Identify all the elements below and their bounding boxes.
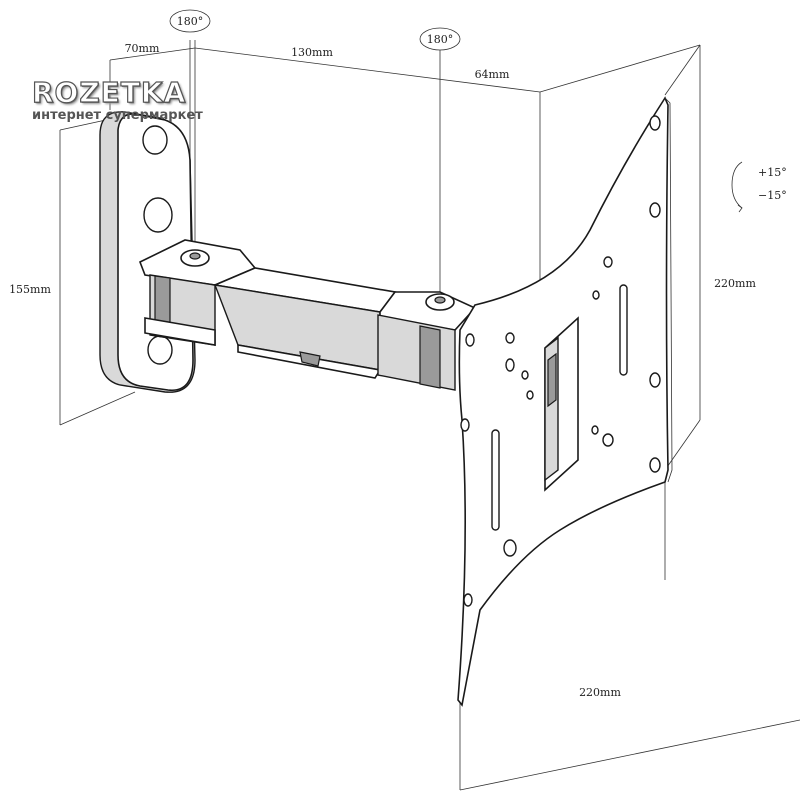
dim-70mm: 70mm: [125, 42, 160, 55]
tv-slot-right: [619, 284, 628, 376]
tv-hole-12: [460, 418, 470, 432]
plate-hinge: [377, 291, 477, 391]
tv-hole-4: [649, 457, 661, 473]
tv-hole-16: [526, 390, 534, 400]
tv-hole-10: [505, 358, 515, 372]
tilt-callout: +15° −15°: [731, 161, 787, 213]
tilt-up-label: +15°: [758, 166, 787, 179]
tv-hole-7: [602, 433, 614, 447]
tv-hole-8: [591, 425, 599, 435]
tv-hole-14: [503, 539, 517, 557]
dimension-lines: [59, 40, 800, 791]
dim-155mm: 155mm: [9, 283, 51, 296]
wall-plate-hole-bottom: [147, 335, 173, 365]
tv-hole-13: [463, 593, 473, 607]
tv-hole-3: [649, 372, 661, 388]
tv-hole-15: [521, 370, 529, 380]
wall-plate-hole-top: [142, 125, 168, 155]
plate-swivel-label: 180°: [427, 33, 454, 46]
dimension-labels: 70mm 130mm 64mm 155mm 220mm 220mm: [9, 42, 756, 699]
dim-130mm: 130mm: [291, 46, 333, 59]
tv-hole-5: [603, 256, 613, 268]
tv-hole-1: [649, 115, 661, 131]
wall-plate-hole-mid: [143, 197, 173, 233]
wall-hinge: [138, 239, 257, 346]
dim-64mm: 64mm: [475, 68, 510, 81]
tv-hole-2: [649, 202, 661, 218]
wall-swivel-label: 180°: [177, 15, 204, 28]
tilt-down-label: −15°: [758, 189, 787, 202]
tv-hole-6: [592, 290, 600, 300]
dim-220mm-width: 220mm: [579, 686, 621, 699]
rotation-callout-plate: 180°: [419, 27, 461, 51]
rotation-callout-wall: 180°: [169, 9, 211, 33]
tv-plate: [457, 96, 673, 707]
tv-hole-9: [505, 332, 515, 344]
arm-beam: [212, 267, 397, 379]
tv-slot-left: [491, 429, 500, 531]
tv-hole-11: [465, 333, 475, 347]
dim-220mm-height: 220mm: [714, 277, 756, 290]
